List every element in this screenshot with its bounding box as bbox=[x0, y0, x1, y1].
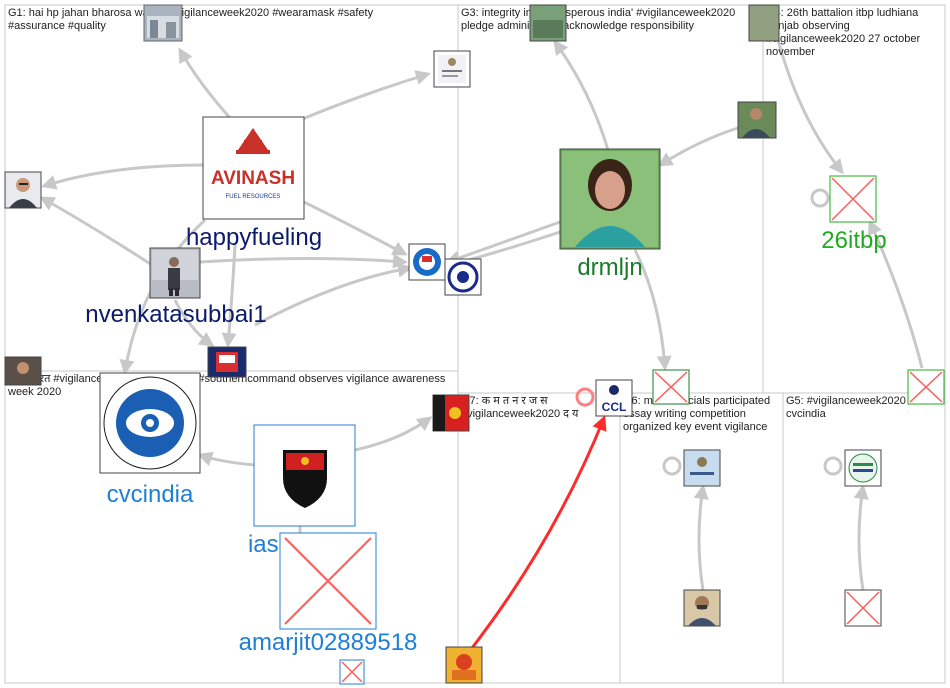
edge bbox=[299, 70, 431, 122]
self-loop bbox=[823, 456, 843, 476]
node-missing-g5[interactable] bbox=[844, 589, 882, 627]
self-loops bbox=[662, 188, 843, 476]
group-title-g4: G4: 26th battalion itbp ludhiana punjab … bbox=[766, 7, 921, 58]
group-title-g7: G7: क म त न र ज स #vigilanceweek2020 द य bbox=[461, 395, 579, 420]
node-document-emblem[interactable] bbox=[433, 50, 471, 88]
ccl-logo-text: CCL bbox=[602, 400, 627, 414]
avinash-logo-icon: AVINASH FUEL RESOURCES bbox=[211, 128, 295, 200]
group-boxes bbox=[4, 4, 946, 684]
edge bbox=[553, 39, 610, 151]
edge bbox=[299, 198, 408, 256]
node-label-amarjit02889518: amarjit02889518 bbox=[239, 629, 418, 656]
node-photo-man-mask[interactable] bbox=[683, 589, 721, 627]
node-photo-building[interactable] bbox=[143, 4, 183, 42]
self-loop bbox=[810, 188, 830, 208]
ccl-logo-icon: CCL bbox=[602, 385, 627, 414]
node-photo-small[interactable] bbox=[4, 356, 42, 386]
node-hp-logo-a[interactable] bbox=[207, 346, 247, 378]
node-label-cvcindia: cvcindia bbox=[107, 481, 194, 508]
woman-portrait-icon bbox=[562, 151, 658, 247]
node-happyfueling[interactable]: AVINASH FUEL RESOURCES bbox=[202, 116, 305, 220]
edge bbox=[178, 47, 234, 122]
edge bbox=[197, 451, 256, 467]
self-loop bbox=[662, 456, 682, 476]
node-missing-g3[interactable] bbox=[652, 369, 690, 405]
edge bbox=[254, 262, 413, 327]
node-railway-emblem[interactable] bbox=[444, 258, 482, 296]
node-photo-young-man[interactable] bbox=[737, 101, 777, 139]
group-box-g5 bbox=[782, 392, 946, 684]
person-photo-icon bbox=[168, 257, 180, 296]
edge bbox=[853, 484, 869, 591]
army-shield-icon bbox=[283, 450, 327, 508]
edge-highlight bbox=[470, 415, 607, 649]
node-nmdc-logo[interactable] bbox=[844, 449, 882, 487]
node-photo-itbp[interactable] bbox=[748, 4, 780, 42]
edge bbox=[173, 299, 215, 347]
node-label-happyfueling: happyfueling bbox=[186, 224, 322, 251]
node-26itbp[interactable] bbox=[829, 175, 877, 223]
node-moes-emblem[interactable] bbox=[683, 449, 721, 487]
node-army-flag[interactable] bbox=[432, 394, 470, 432]
edge bbox=[41, 163, 206, 190]
node-nvenkatasubbai1[interactable] bbox=[149, 247, 201, 299]
node-iasouthern[interactable] bbox=[253, 424, 356, 527]
node-missing-g4[interactable] bbox=[907, 369, 945, 405]
node-amarjit02889518[interactable] bbox=[279, 532, 377, 630]
node-photo-group[interactable] bbox=[529, 4, 567, 42]
node-photo-man-glasses[interactable] bbox=[4, 171, 42, 209]
edge bbox=[445, 220, 561, 266]
missing-image-icon bbox=[284, 537, 372, 625]
node-ccl[interactable]: CCL bbox=[595, 379, 633, 417]
node-cvcindia[interactable] bbox=[99, 372, 201, 474]
cvc-seal-icon bbox=[103, 376, 197, 470]
node-photo-colorful[interactable] bbox=[445, 646, 483, 684]
node-label-26itbp: 26itbp bbox=[821, 227, 886, 254]
edge bbox=[221, 244, 237, 348]
node-drmljn[interactable] bbox=[559, 148, 661, 250]
edge bbox=[633, 249, 672, 371]
node-hp-logo-b[interactable] bbox=[408, 243, 446, 281]
group-title-g1: G1: hai hp jahan bharosa wahan #vigilanc… bbox=[8, 7, 374, 32]
node-missing-small[interactable] bbox=[339, 659, 365, 685]
edge bbox=[693, 484, 709, 591]
group-title-g3: G3: integrity india prosperous india' #v… bbox=[461, 7, 736, 32]
edge bbox=[868, 219, 924, 369]
edge bbox=[657, 126, 739, 167]
avinash-logo-text: AVINASH bbox=[211, 168, 295, 189]
group-title-g5: G5: #vigilanceweek2020 cvcindia bbox=[786, 395, 906, 420]
edge bbox=[39, 196, 153, 267]
node-label-drmljn: drmljn bbox=[577, 254, 642, 281]
self-loop-highlight bbox=[575, 387, 595, 407]
node-label-nvenkatasubbai1: nvenkatasubbai1 bbox=[85, 301, 266, 328]
group-title-g6: G6: moes officials participated essay wr… bbox=[623, 395, 771, 433]
edge bbox=[354, 416, 433, 452]
avinash-logo-subtext: FUEL RESOURCES bbox=[226, 194, 281, 200]
edge bbox=[776, 39, 844, 175]
edge bbox=[199, 253, 408, 269]
missing-image-icon bbox=[831, 177, 875, 221]
